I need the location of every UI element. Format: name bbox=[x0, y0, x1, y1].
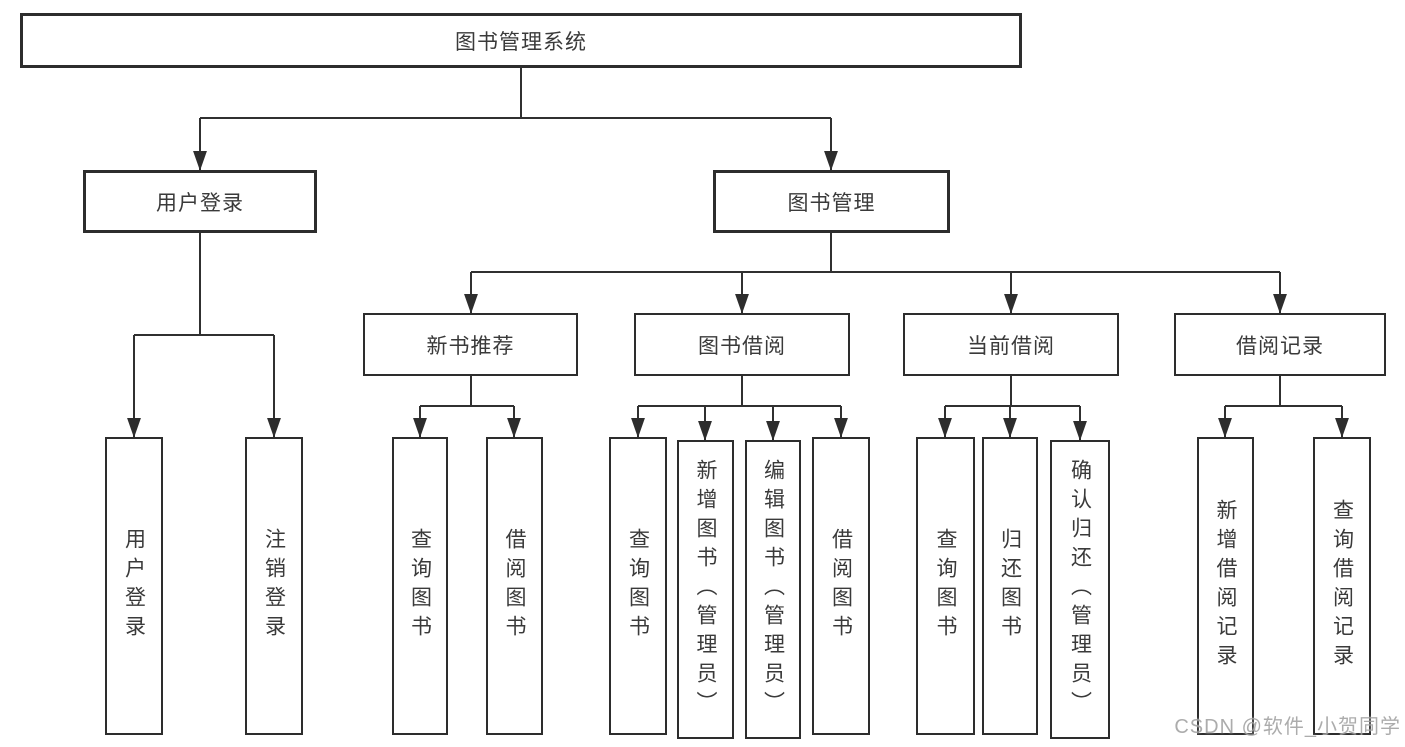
leaf-query-borrow-record: 查询借阅记录 bbox=[1313, 437, 1371, 735]
node-book-borrowing: 图书借阅 bbox=[634, 313, 850, 376]
leaf-user-login: 用户登录 bbox=[105, 437, 163, 735]
node-label: 图书管理 bbox=[787, 191, 876, 215]
leaf-label: 查询图书 bbox=[408, 528, 432, 644]
node-borrowing-records: 借阅记录 bbox=[1174, 313, 1386, 376]
node-label: 新书推荐 bbox=[426, 334, 515, 358]
node-label: 当前借阅 bbox=[967, 334, 1055, 358]
node-user-login: 用户登录 bbox=[83, 170, 317, 233]
leaf-label: 借阅图书 bbox=[829, 528, 853, 644]
leaf-label: 编辑图书（管理员） bbox=[761, 459, 785, 720]
node-new-book-recommend: 新书推荐 bbox=[363, 313, 578, 376]
node-label: 用户登录 bbox=[156, 191, 244, 215]
leaf-add-book-admin: 新增图书（管理员） bbox=[677, 440, 734, 739]
leaf-label: 查询借阅记录 bbox=[1330, 499, 1354, 673]
leaf-return-book: 归还图书 bbox=[982, 437, 1038, 735]
leaf-query-books-current: 查询图书 bbox=[916, 437, 975, 735]
leaf-query-books-borrowing: 查询图书 bbox=[609, 437, 667, 735]
leaf-borrow-books-borrowing: 借阅图书 bbox=[812, 437, 870, 735]
leaf-confirm-return-admin: 确认归还（管理员） bbox=[1050, 440, 1110, 739]
leaf-query-books-recommend: 查询图书 bbox=[392, 437, 448, 735]
leaf-borrow-books-recommend: 借阅图书 bbox=[486, 437, 543, 735]
node-book-management: 图书管理 bbox=[713, 170, 950, 233]
node-label: 借阅记录 bbox=[1236, 334, 1324, 358]
connector-trunks bbox=[134, 68, 1342, 407]
node-root-library-system: 图书管理系统 bbox=[20, 13, 1022, 68]
leaf-label: 借阅图书 bbox=[503, 528, 526, 644]
leaf-label: 注销登录 bbox=[262, 528, 286, 644]
connector-arrows bbox=[127, 118, 1349, 441]
leaf-add-borrow-record: 新增借阅记录 bbox=[1197, 437, 1254, 735]
leaf-label: 查询图书 bbox=[934, 528, 957, 644]
csdn-watermark: CSDN @软件_小贺同学 bbox=[1174, 716, 1401, 738]
leaf-label: 新增借阅记录 bbox=[1214, 499, 1237, 673]
leaf-label: 归还图书 bbox=[998, 528, 1022, 644]
leaf-label: 确认归还（管理员） bbox=[1068, 459, 1092, 720]
leaf-edit-book-admin: 编辑图书（管理员） bbox=[745, 440, 801, 739]
leaf-logout: 注销登录 bbox=[245, 437, 303, 735]
node-label: 图书管理系统 bbox=[455, 30, 587, 54]
connector-lines bbox=[127, 68, 1349, 441]
node-label: 图书借阅 bbox=[698, 334, 786, 358]
leaf-label: 用户登录 bbox=[122, 528, 146, 644]
leaf-label: 新增图书（管理员） bbox=[694, 459, 717, 720]
leaf-label: 查询图书 bbox=[626, 528, 650, 644]
node-current-borrowing: 当前借阅 bbox=[903, 313, 1119, 376]
